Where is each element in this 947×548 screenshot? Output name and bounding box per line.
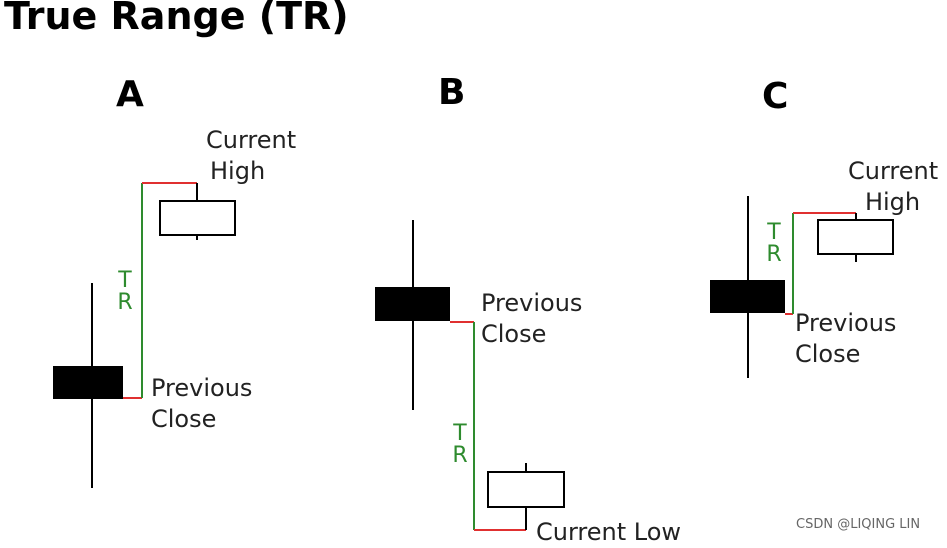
panel-a-current-label-line1: Current [206, 126, 297, 154]
panel-a-previous-label: Previous Close [151, 373, 252, 435]
panel-a-previous-candle [53, 366, 123, 399]
panel-c-current-label-line2: High [864, 188, 921, 216]
panel-c-tr-label: T R [766, 222, 782, 266]
panel-b-tr-r: R [452, 443, 468, 468]
panel-c-graphic [710, 196, 894, 378]
panel-c-current-label: Current High [848, 156, 938, 218]
panel-b-previous-candle [375, 287, 450, 321]
panel-b-previous-label-line1: Previous [481, 289, 583, 317]
panel-c-tr-t: T [767, 220, 781, 245]
panel-c-previous-label-line1: Previous [795, 309, 897, 337]
panel-c-previous-label: Previous Close [795, 308, 896, 370]
panel-b-previous-label: Previous Close [481, 288, 582, 350]
watermark: CSDN @LIQING LIN [796, 517, 921, 532]
panel-a-tr-label: T R [117, 270, 133, 314]
diagram-title: True Range (TR) [4, 0, 349, 38]
panel-a-current-label-line2: High [210, 157, 266, 185]
panel-b-previous-label-line2: Close [481, 320, 547, 348]
panel-c-tr-r: R [766, 242, 782, 267]
panel-a-previous-label-line1: Previous [151, 374, 253, 402]
panel-b-graphic [375, 220, 565, 531]
panel-c-previous-label-line2: Close [795, 340, 861, 368]
panel-a-current-candle [159, 200, 236, 236]
panel-b-letter: B [438, 72, 466, 113]
panel-a-graphic [53, 182, 236, 488]
panel-b-current-low-label: Current Low [536, 518, 682, 546]
panel-c-current-label-line1: Current [848, 157, 939, 185]
panel-a-previous-label-line2: Close [151, 405, 217, 433]
panel-a-letter: A [116, 74, 144, 115]
panel-c-previous-candle [710, 280, 785, 313]
panel-b-current-candle [487, 471, 565, 508]
panel-a-current-label: Current High [206, 125, 296, 187]
panel-b-tr-t: T [453, 421, 467, 446]
panel-a-tr-r: R [117, 290, 133, 315]
panel-c-current-candle [817, 219, 894, 255]
panel-a-tr-t: T [118, 268, 132, 293]
panel-c-letter: C [762, 76, 789, 117]
panel-b-tr-label: T R [452, 423, 468, 467]
